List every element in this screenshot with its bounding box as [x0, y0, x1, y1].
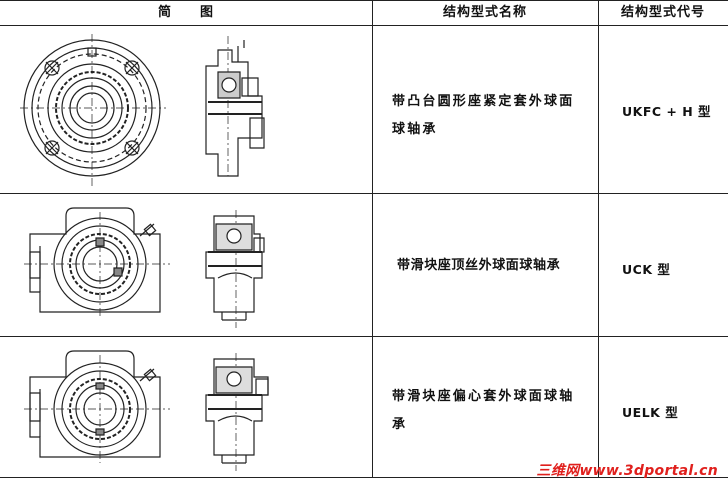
row-divider-2: [0, 336, 728, 337]
sketch-uelk: [0, 337, 372, 476]
row-2-code: UCK 型: [622, 262, 671, 277]
header-sketch: 简 图: [157, 5, 214, 20]
header-divider: [0, 25, 728, 26]
table-top-border: [0, 0, 728, 1]
sketch-ukfc-h: [0, 26, 372, 192]
column-divider-2: [598, 0, 599, 478]
header-structure-code: 结构型式代号: [620, 5, 705, 20]
table-bottom-border: [0, 477, 728, 478]
sketch-uck: [0, 194, 372, 335]
header-structure-name: 结构型式名称: [442, 5, 527, 20]
column-divider-1: [372, 0, 373, 478]
row-1-code: UKFC + H 型: [622, 104, 712, 119]
row-3-name: 带滑块座偏心套外球面球轴承: [392, 389, 575, 432]
row-3-code: UELK 型: [622, 405, 679, 420]
row-2-name: 带滑块座顶丝外球面球轴承: [397, 258, 561, 273]
row-1-name: 带凸台圆形座紧定套外球面球轴承: [392, 94, 575, 137]
watermark-3dportal: 三维网www.3dportal.cn: [536, 463, 718, 479]
row-divider-1: [0, 193, 728, 194]
